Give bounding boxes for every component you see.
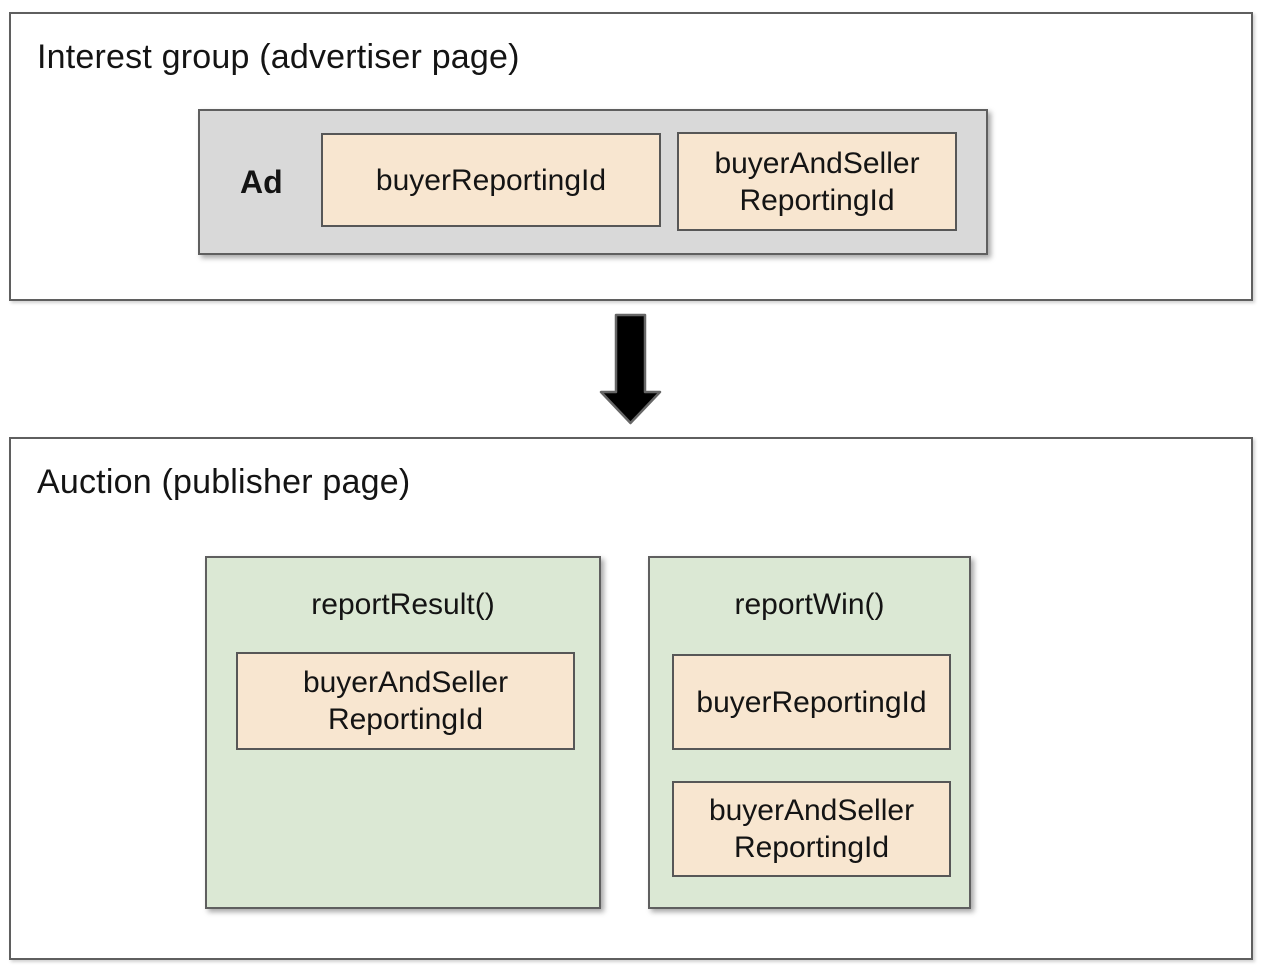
ad-container: Ad buyerReportingId buyerAndSeller Repor… [198, 109, 988, 255]
report-win-box: reportWin() buyerReportingId buyerAndSel… [648, 556, 971, 909]
auction-title: Auction (publisher page) [37, 463, 411, 501]
chip-buyer-and-seller-reporting-id: buyerAndSeller ReportingId [236, 652, 575, 750]
chip-label: buyerAndSeller ReportingId [302, 666, 509, 736]
chip-buyer-and-seller-reporting-id: buyerAndSeller ReportingId [677, 132, 957, 231]
chip-label: buyerAndSeller ReportingId [708, 794, 915, 864]
chip-label: buyerReportingId [375, 163, 607, 197]
chip-label: buyerAndSeller ReportingId [714, 146, 920, 217]
chip-buyer-reporting-id: buyerReportingId [321, 133, 661, 227]
interest-group-section: Interest group (advertiser page) Ad buye… [9, 12, 1253, 301]
auction-section: Auction (publisher page) reportResult() … [9, 437, 1253, 960]
report-result-title: reportResult() [311, 588, 495, 621]
report-result-box: reportResult() buyerAndSeller ReportingI… [205, 556, 601, 909]
ad-label: Ad [240, 163, 283, 200]
chip-label: buyerReportingId [696, 685, 927, 719]
chip-buyer-reporting-id: buyerReportingId [672, 654, 951, 750]
interest-group-title: Interest group (advertiser page) [37, 38, 520, 76]
down-arrow-icon [599, 313, 662, 425]
chip-buyer-and-seller-reporting-id: buyerAndSeller ReportingId [672, 781, 951, 877]
report-win-title: reportWin() [734, 588, 885, 621]
